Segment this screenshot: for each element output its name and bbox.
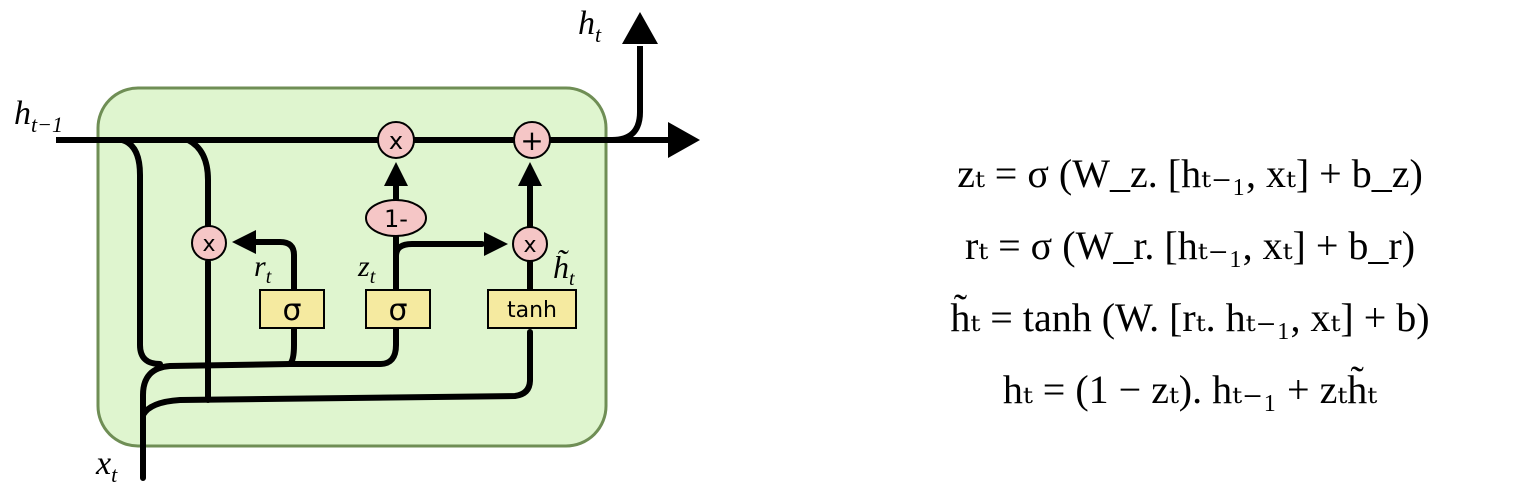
label-x-in: xt xyxy=(95,445,118,487)
op-candidate-multiply-label: x xyxy=(523,233,536,258)
label-h-candidate-sub: t xyxy=(569,268,575,290)
label-r-gate: rt xyxy=(254,250,272,288)
equation-reset-gate: rₜ = σ (W_r. [hₜ₋₁, xₜ] + b_r) xyxy=(964,223,1416,268)
arrowhead-output-up xyxy=(622,12,658,44)
label-z-gate: zt xyxy=(357,250,376,288)
op-top-multiply: x xyxy=(377,121,415,159)
label-h-out-sub: t xyxy=(595,22,602,47)
gru-equations: zₜ = σ (W_z. [hₜ₋₁, xₜ] + b_z) rₜ = σ (W… xyxy=(880,138,1500,426)
op-one-minus: 1- xyxy=(365,199,427,237)
label-r-gate-sub: t xyxy=(266,266,272,288)
op-one-minus-label: 1- xyxy=(384,205,408,233)
op-add-label: + xyxy=(520,124,543,157)
label-x-in-base: x xyxy=(95,445,111,482)
label-h-candidate: h̃t xyxy=(553,249,575,290)
layer-tanh: tanh xyxy=(487,289,577,329)
op-add: + xyxy=(513,121,551,159)
layer-sigma-z-label: σ xyxy=(388,293,407,328)
label-h-candidate-base: h̃ xyxy=(553,249,569,285)
output-line xyxy=(611,46,643,143)
arrowhead-hidden-right xyxy=(668,122,700,158)
label-h-prev-sub: t−1 xyxy=(31,112,63,137)
label-z-gate-sub: t xyxy=(370,266,376,288)
gru-cell-diagram: x x + x 1- σ σ tanh ht−1 xt ht rt zt xyxy=(14,5,700,487)
layer-sigma-r-label: σ xyxy=(282,293,301,328)
layer-sigma-r: σ xyxy=(259,289,325,329)
label-h-prev: ht−1 xyxy=(14,95,63,137)
arrowhead-one-minus xyxy=(384,162,408,186)
label-h-out-base: h xyxy=(578,5,595,42)
internal-connections xyxy=(119,137,533,481)
layer-tanh-label: tanh xyxy=(507,298,557,323)
equation-hidden-state: hₜ = (1 − zₜ). hₜ₋₁ + zₜh̃ₜ xyxy=(1002,367,1378,412)
layer-sigma-z: σ xyxy=(365,289,431,329)
label-h-prev-base: h xyxy=(14,95,31,132)
arrowhead-plus xyxy=(518,162,542,186)
label-r-gate-base: r xyxy=(254,250,266,283)
op-top-multiply-label: x xyxy=(389,127,403,155)
equation-candidate-state: h̃ₜ = tanh (W. [rₜ. hₜ₋₁, xₜ] + b) xyxy=(950,295,1430,340)
equation-update-gate: zₜ = σ (W_z. [hₜ₋₁, xₜ] + b_z) xyxy=(957,151,1423,196)
op-reset-multiply: x xyxy=(191,225,227,261)
label-z-gate-base: z xyxy=(357,250,370,283)
op-candidate-multiply: x xyxy=(512,226,548,262)
label-x-in-sub: t xyxy=(111,462,118,487)
internal-arrowheads xyxy=(232,162,542,256)
arrowhead-update-mult xyxy=(484,232,508,256)
label-h-out: ht xyxy=(578,5,602,47)
arrowhead-reset-gate xyxy=(232,230,256,254)
gru-cell-box xyxy=(96,86,608,448)
op-reset-multiply-label: x xyxy=(202,232,215,257)
